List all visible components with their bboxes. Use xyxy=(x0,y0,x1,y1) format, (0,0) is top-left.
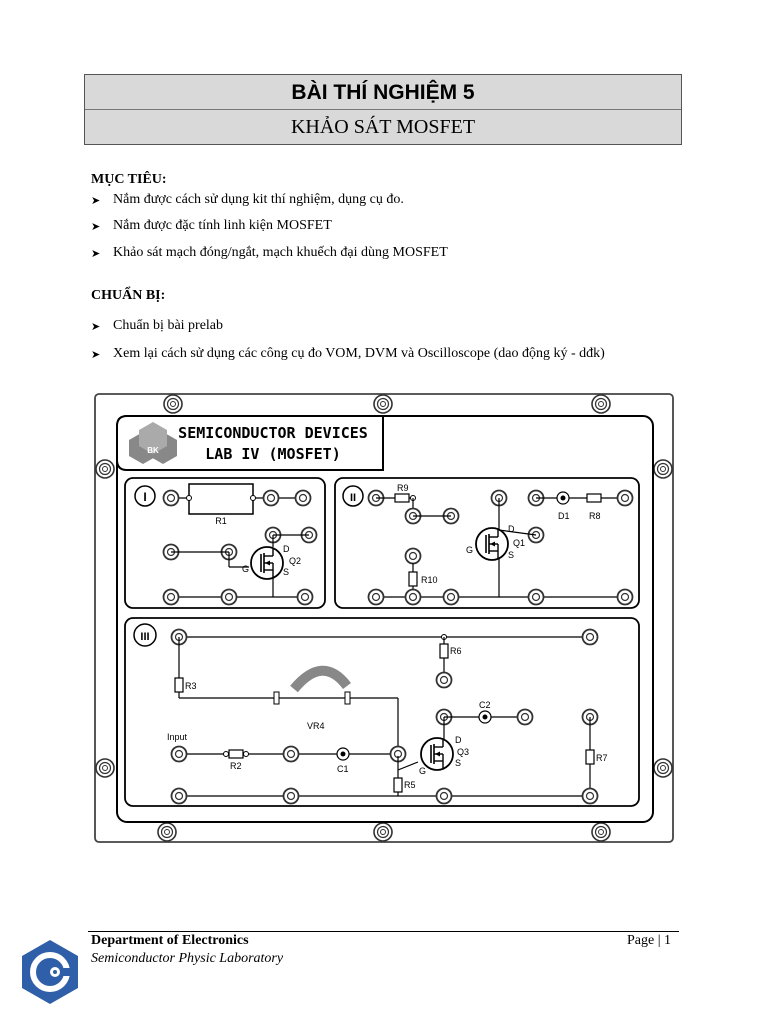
arrow-bullet-icon: ➤ xyxy=(91,220,101,233)
label-r8: R8 xyxy=(589,511,601,521)
label-r5: R5 xyxy=(404,780,416,790)
list-item-text: Xem lại cách sử dụng các công cụ đo VOM,… xyxy=(113,346,605,361)
label-r1: R1 xyxy=(215,516,227,526)
label-vr4: VR4 xyxy=(307,721,325,731)
screw-icon xyxy=(157,822,177,842)
screw-icon xyxy=(373,822,393,842)
screw-icon xyxy=(591,822,611,842)
label-c2: C2 xyxy=(479,700,491,710)
screw-icon xyxy=(95,758,115,778)
screw-icon xyxy=(653,758,673,778)
label-r6: R6 xyxy=(450,646,462,656)
footer-divider xyxy=(88,931,679,932)
screw-icon xyxy=(591,394,611,414)
label-d1: D1 xyxy=(558,511,570,521)
list-item: ➤ Nắm được đặc tính linh kiện MOSFET xyxy=(91,218,332,234)
label-r10: R10 xyxy=(421,575,438,585)
label-r9: R9 xyxy=(397,483,409,493)
arrow-bullet-icon: ➤ xyxy=(91,247,101,260)
label-g: G xyxy=(419,766,426,776)
page-number: Page | 1 xyxy=(627,933,672,948)
label-g: G xyxy=(466,545,473,555)
label-d: D xyxy=(508,524,515,534)
screw-icon xyxy=(373,394,393,414)
title-box: BÀI THÍ NGHIỆM 5 KHẢO SÁT MOSFET xyxy=(84,74,682,145)
label-s: S xyxy=(508,550,514,560)
label-q1: Q1 xyxy=(513,538,525,548)
label-r3: R3 xyxy=(185,681,197,691)
label-s: S xyxy=(283,567,289,577)
label-d: D xyxy=(283,544,290,554)
title-divider xyxy=(85,109,681,110)
list-item-text: Khảo sát mạch đóng/ngắt, mạch khuếch đại… xyxy=(113,245,448,260)
list-item: ➤ Khảo sát mạch đóng/ngắt, mạch khuếch đạ… xyxy=(91,245,448,261)
label-c1: C1 xyxy=(337,764,349,774)
page-title: BÀI THÍ NGHIỆM 5 xyxy=(291,81,475,104)
label-s: S xyxy=(455,758,461,768)
label-r7: R7 xyxy=(596,753,608,763)
label-d: D xyxy=(455,735,462,745)
arrow-bullet-icon: ➤ xyxy=(91,194,101,207)
list-item: ➤ Chuẩn bị bài prelab xyxy=(91,318,223,334)
lab-board-diagram: BK SEMICONDUCTOR DEVICES LAB IV (MOSFET)… xyxy=(94,393,674,843)
list-item-text: Nắm được đặc tính linh kiện MOSFET xyxy=(113,218,332,233)
list-item-text: Nắm được cách sử dụng kit thí nghiệm, dụ… xyxy=(113,192,404,207)
section-label-ii: II xyxy=(350,492,356,504)
department-logo-icon xyxy=(22,940,78,1004)
label-g: G xyxy=(242,564,249,574)
section-label-iii: III xyxy=(140,631,149,643)
list-item-text: Chuẩn bị bài prelab xyxy=(113,318,224,333)
footer-laboratory: Semiconductor Physic Laboratory xyxy=(91,951,284,966)
label-q3: Q3 xyxy=(457,747,469,757)
arrow-bullet-icon: ➤ xyxy=(91,320,101,333)
arrow-bullet-icon: ➤ xyxy=(91,348,101,361)
list-item: ➤ Xem lại cách sử dụng các công cụ đo VOM… xyxy=(91,346,605,362)
objectives-heading: MỤC TIÊU: xyxy=(91,172,167,187)
footer-department: Department of Electronics xyxy=(91,933,249,948)
screw-icon xyxy=(163,394,183,414)
page-subtitle: KHẢO SÁT MOSFET xyxy=(290,116,476,138)
label-input: Input xyxy=(167,732,188,742)
screw-icon xyxy=(653,459,673,479)
list-item: ➤ Nắm được cách sử dụng kit thí nghiệm, d… xyxy=(91,192,404,208)
board-logo-text: BK xyxy=(147,446,159,455)
section-label-i: I xyxy=(143,490,146,504)
board-title-line1: SEMICONDUCTOR DEVICES xyxy=(178,424,368,442)
screw-icon xyxy=(95,459,115,479)
preparation-heading: CHUẨN BỊ: xyxy=(91,288,166,303)
label-r2: R2 xyxy=(230,761,242,771)
board-title-line2: LAB IV (MOSFET) xyxy=(205,445,340,463)
label-q2: Q2 xyxy=(289,556,301,566)
